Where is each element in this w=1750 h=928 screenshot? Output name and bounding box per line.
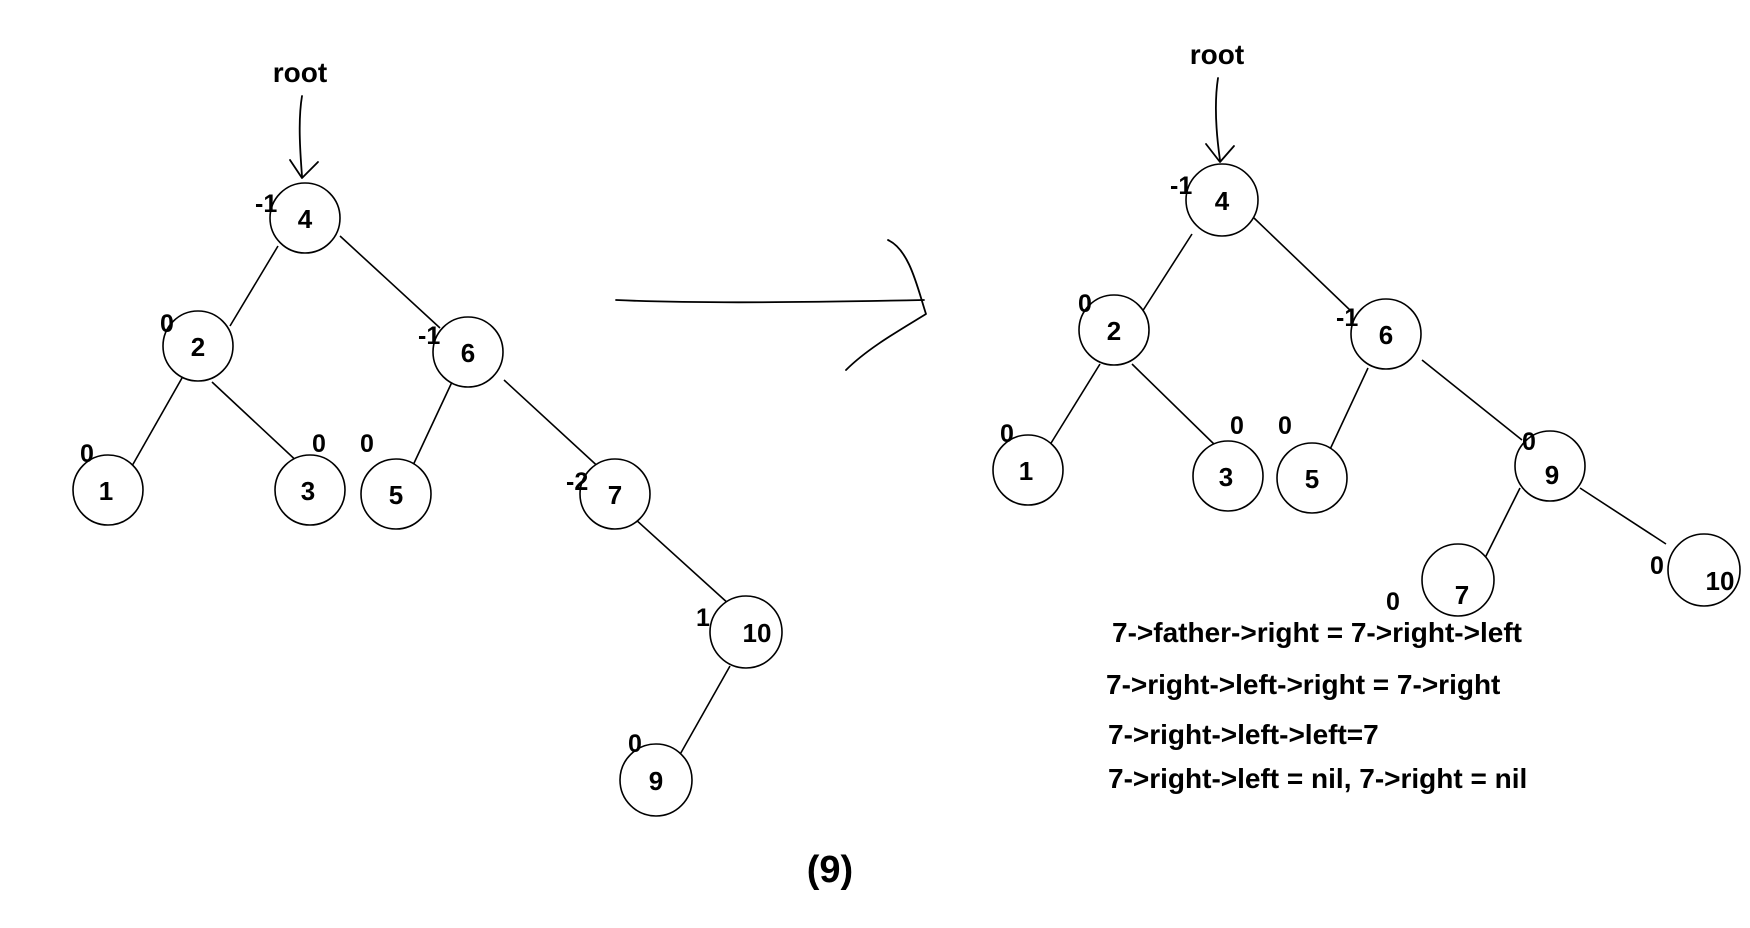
right-node-9-label: 9 [1545,460,1559,490]
left-edge-4-6 [339,235,441,329]
left-edge-2-1 [131,377,183,467]
right-node-2-label: 2 [1107,316,1121,346]
left-node-10-balance: 1 [696,604,710,632]
left-node-3-balance: 0 [312,430,326,458]
left-node-7: 7 -2 [566,458,651,530]
right-node-7-balance: 0 [1386,588,1400,616]
right-node-3-label: 3 [1219,462,1233,492]
left-node-3: 3 0 [274,430,346,526]
left-edge-6-7 [503,379,605,473]
right-node-9-balance: 0 [1522,428,1536,456]
right-node-4-balance: -1 [1170,172,1192,200]
right-edge-9-7 [1483,487,1521,561]
left-node-2-balance: 0 [160,310,174,338]
right-node-3: 3 0 [1192,412,1264,512]
right-edge-2-1 [1047,363,1101,449]
left-edge-4-2 [229,245,279,327]
left-node-6: 6 -1 [418,316,504,388]
right-tree: root 4 -1 2 0 6 -1 [992,39,1741,794]
figure-caption: (9) [807,849,853,891]
left-edge-2-3 [211,381,303,467]
left-node-5-balance: 0 [360,430,374,458]
left-node-4: 4 -1 [255,182,341,254]
left-node-4-label: 4 [298,204,313,234]
right-edge-6-9 [1421,359,1523,441]
right-node-6-balance: -1 [1336,304,1358,332]
left-node-5-label: 5 [389,480,403,510]
right-root-label: root [1190,39,1244,70]
right-edge-4-2 [1141,233,1193,313]
left-node-6-balance: -1 [418,322,440,350]
left-tree: root 4 -1 2 0 6 -1 [72,57,783,817]
step-line-2: 7->right->left->right = 7->right [1106,669,1500,700]
left-node-4-balance: -1 [255,190,277,218]
left-root-label: root [273,57,327,88]
left-node-2-label: 2 [191,332,205,362]
right-node-7: 7 0 [1386,543,1495,617]
right-node-10: 10 0 [1650,533,1741,607]
right-node-5-label: 5 [1305,464,1319,494]
right-root-arrow [1205,77,1235,163]
left-node-3-label: 3 [301,476,315,506]
left-node-9-balance: 0 [628,730,642,758]
step-line-4: 7->right->left = nil, 7->right = nil [1108,763,1527,794]
right-node-10-balance: 0 [1650,552,1664,580]
transform-arrow [615,239,927,371]
right-node-5: 5 0 [1276,412,1348,514]
right-node-7-label: 7 [1455,580,1469,610]
left-root-arrow [289,95,319,179]
left-node-5: 5 0 [360,430,432,530]
right-node-1-label: 1 [1019,456,1033,486]
rotation-steps: 7->father->right = 7->right->left 7->rig… [1106,617,1527,794]
right-node-4: 4 -1 [1170,163,1259,237]
right-node-6: 6 -1 [1336,298,1422,370]
right-edge-4-6 [1253,217,1353,313]
right-node-2-balance: 0 [1078,290,1092,318]
left-node-7-balance: -2 [566,468,588,496]
step-line-1: 7->father->right = 7->right->left [1112,617,1522,648]
left-node-9-label: 9 [649,766,663,796]
right-node-6-label: 6 [1379,320,1393,350]
left-edge-6-5 [407,381,453,477]
left-node-10: 10 1 [696,595,783,669]
right-node-2: 2 0 [1078,290,1150,366]
left-edge-7-10 [633,517,731,606]
left-node-1-label: 1 [99,476,113,506]
left-node-6-label: 6 [461,338,475,368]
right-edge-6-5 [1325,367,1369,459]
right-node-1: 1 0 [992,420,1064,506]
left-node-1-balance: 0 [80,440,94,468]
left-node-9: 9 0 [619,730,693,817]
right-node-10-label: 10 [1706,566,1735,596]
left-node-1: 1 0 [72,440,144,526]
right-node-4-label: 4 [1215,186,1230,216]
right-node-5-balance: 0 [1278,412,1292,440]
left-node-10-label: 10 [743,618,772,648]
right-node-1-balance: 0 [1000,420,1014,448]
right-node-3-balance: 0 [1230,412,1244,440]
right-node-9: 9 0 [1514,428,1586,502]
right-edge-2-3 [1131,363,1219,449]
left-node-7-label: 7 [608,480,622,510]
left-node-2: 2 0 [160,310,234,382]
left-edge-10-9 [677,665,731,759]
right-edge-9-10 [1579,487,1667,545]
step-line-3: 7->right->left->left=7 [1108,719,1379,750]
